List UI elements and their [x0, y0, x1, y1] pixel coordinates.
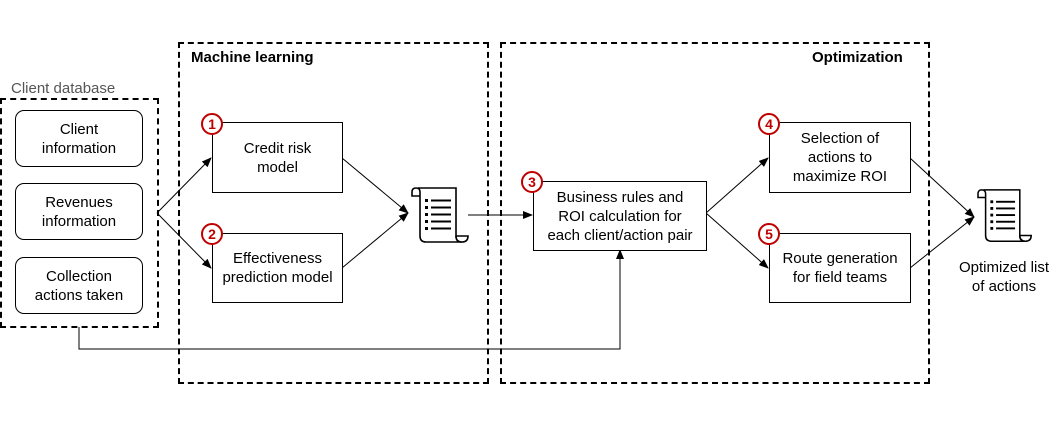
- machine-learning-title: Machine learning: [191, 49, 314, 66]
- collection-actions-box: Collection actions taken: [15, 257, 143, 314]
- business-rules-box: Business rules and ROI calculation for e…: [533, 181, 707, 251]
- document-scroll-icon: [411, 187, 469, 243]
- effectiveness-model-box: Effectiveness prediction model: [212, 233, 343, 303]
- selection-actions-box: Selection of actions to maximize ROI: [769, 122, 911, 193]
- step-badge-4: 4: [758, 113, 780, 135]
- route-generation-box: Route generation for field teams: [769, 233, 911, 303]
- arrow-business-to-selection: [705, 157, 769, 214]
- arrow-effectiveness-to-document: [341, 212, 409, 269]
- arrow-credit-risk-to-document: [341, 157, 409, 214]
- arrow-db-to-credit-risk: [156, 157, 212, 214]
- machine-learning-region: [178, 42, 489, 384]
- optimization-region: [500, 42, 930, 384]
- arrow-db-to-effectiveness: [156, 212, 212, 269]
- optimization-title: Optimization: [812, 49, 903, 66]
- document-scroll-icon: [977, 189, 1032, 242]
- optimized-list-label: Optimized list of actions: [958, 259, 1050, 295]
- arrow-route-to-output: [909, 216, 975, 269]
- client-database-title: Client database: [8, 80, 119, 97]
- arrow-db-to-business-rules-loop: [78, 249, 624, 350]
- client-information-box: Client information: [15, 110, 143, 167]
- step-badge-2: 2: [201, 223, 223, 245]
- arrow-selection-to-output: [909, 157, 975, 218]
- step-badge-3: 3: [521, 171, 543, 193]
- client-database-region: [0, 98, 159, 328]
- step-badge-1: 1: [201, 113, 223, 135]
- credit-risk-model-box: Credit risk model: [212, 122, 343, 193]
- arrow-business-to-route: [705, 212, 769, 269]
- revenues-information-box: Revenues information: [15, 183, 143, 240]
- step-badge-5: 5: [758, 223, 780, 245]
